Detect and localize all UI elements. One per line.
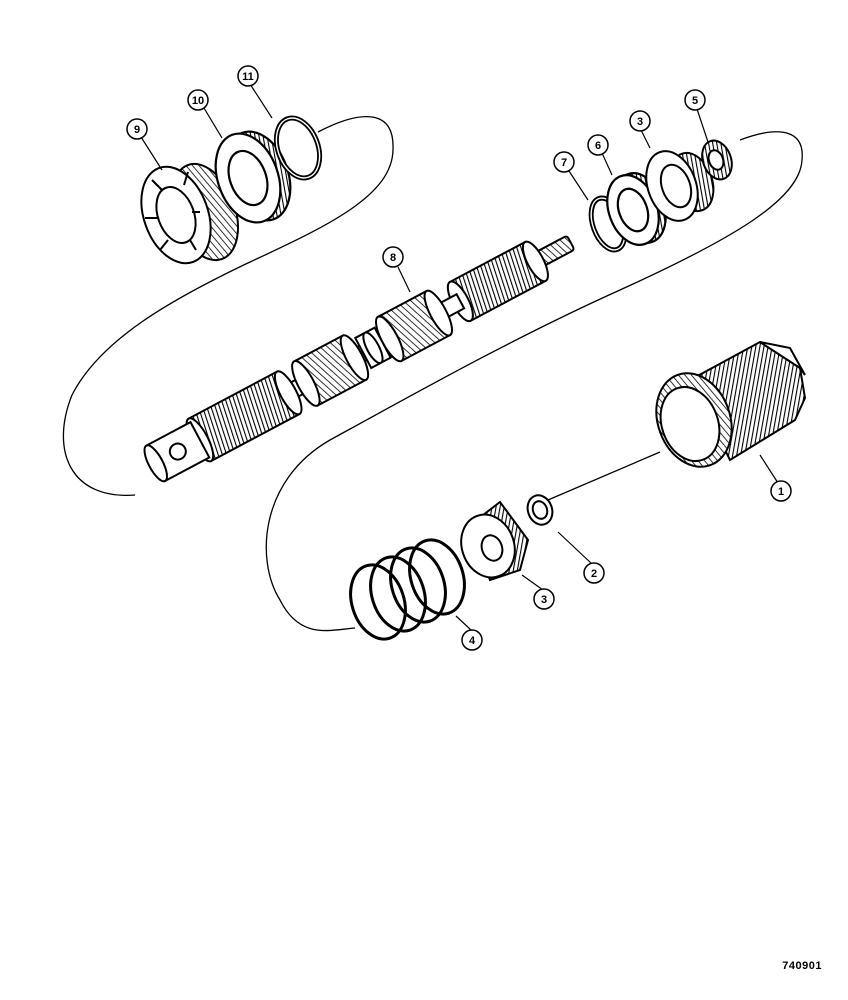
callout-8: 8 [382,246,404,268]
callout-5: 5 [684,89,706,111]
svg-text:6: 6 [595,140,601,152]
svg-text:2: 2 [591,568,597,580]
svg-text:5: 5 [692,95,698,107]
svg-text:1: 1 [778,486,784,498]
callout-6: 6 [587,134,609,156]
callout-7: 7 [553,151,575,173]
svg-text:3: 3 [541,594,547,606]
part-4-spring [349,538,466,641]
svg-text:8: 8 [390,252,396,264]
callout-3-top: 3 [629,110,651,132]
callout-2: 2 [583,562,605,584]
callout-9: 9 [126,118,148,140]
part-10-washer [214,130,292,224]
part-11-o-ring [273,115,323,181]
callout-11: 11 [237,65,259,87]
callout-1: 1 [770,480,792,502]
svg-text:7: 7 [561,157,567,169]
callout-3-bottom: 3 [533,588,555,610]
callout-4: 4 [461,629,483,651]
part-6-washer [606,172,667,246]
callout-leaders [140,83,779,631]
part-2-small-washer [526,494,554,526]
part-8-spool [143,235,575,483]
part-5-small-washer [701,139,733,181]
figure-code: 740901 [782,960,822,972]
assembly-guide-lines [62,116,803,632]
svg-text:11: 11 [242,71,254,83]
svg-text:10: 10 [192,95,204,107]
callout-10: 10 [187,89,209,111]
part-3-spring-seat-bottom [460,500,530,582]
part-3-spring-seat-top [645,150,715,222]
part-1-cap [655,340,807,468]
svg-text:3: 3 [637,116,643,128]
svg-text:4: 4 [469,635,476,647]
svg-text:9: 9 [134,124,140,136]
